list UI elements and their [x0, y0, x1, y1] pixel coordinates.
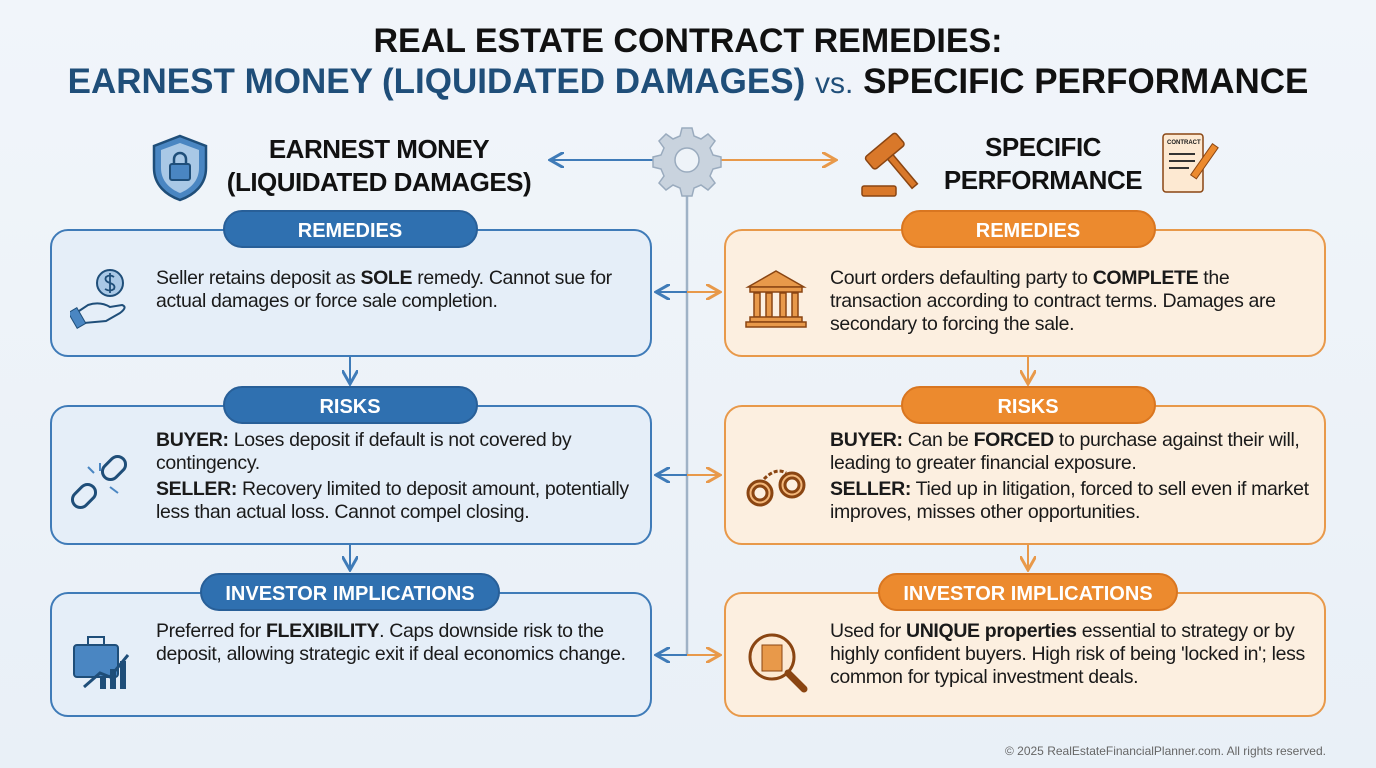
left-section-label: INVESTOR IMPLICATIONS [200, 573, 500, 611]
left-section-label: REMEDIES [222, 210, 478, 248]
title-line-2: EARNEST MONEY (LIQUIDATED DAMAGES) vs. S… [0, 62, 1376, 102]
body-text: Seller retains deposit as [156, 267, 361, 289]
emphasis-text: SELLER: [830, 478, 911, 500]
paragraph: Used for UNIQUE properties essential to … [830, 620, 1314, 689]
broken-chain-icon [70, 449, 134, 513]
box-arrows [350, 292, 1028, 655]
left-remedies-card: Seller retains deposit as SOLE remedy. C… [50, 229, 652, 357]
left-heading: EARNEST MONEY(LIQUIDATED DAMAGES) [212, 133, 546, 199]
card-text: BUYER: Can be FORCED to purchase against… [830, 429, 1314, 524]
right-section-label: INVESTOR IMPLICATIONS [878, 573, 1178, 611]
magnifier-building-icon [744, 629, 808, 693]
left-investor-implications-card: Preferred for FLEXIBILITY. Caps downside… [50, 592, 652, 717]
card-text: Court orders defaulting party to COMPLET… [830, 267, 1314, 336]
emphasis-text: COMPLETE [1092, 267, 1199, 289]
briefcase-growth-icon [70, 629, 134, 693]
card-text: Seller retains deposit as SOLE remedy. C… [156, 267, 640, 313]
title-earnest: EARNEST MONEY (LIQUIDATED DAMAGES) [67, 62, 806, 101]
right-remedies-card: Court orders defaulting party to COMPLET… [724, 229, 1326, 357]
paragraph: SELLER: Tied up in litigation, forced to… [830, 478, 1314, 524]
paragraph: Preferred for FLEXIBILITY. Caps downside… [156, 620, 640, 666]
body-text: Court orders defaulting party to [830, 267, 1093, 289]
card-text: Used for UNIQUE properties essential to … [830, 620, 1314, 689]
left-heading-1: EARNEST MONEY [268, 134, 490, 164]
title-vs: vs. [814, 67, 854, 100]
body-text: essential to strategy or by highly confi… [830, 620, 1305, 688]
gavel-icon [861, 132, 919, 197]
paragraph: SELLER: Recovery limited to deposit amou… [156, 478, 640, 524]
right-section-label: REMEDIES [900, 210, 1156, 248]
body-text: . Caps downside risk to the deposit, all… [156, 620, 626, 665]
emphasis-text: UNIQUE properties [905, 620, 1077, 642]
body-text: to purchase against their will, leading … [830, 429, 1300, 474]
emphasis-text: BUYER: [830, 429, 903, 451]
body-text: remedy. Cannot sue for actual damages or… [156, 267, 612, 312]
emphasis-text: SOLE [360, 267, 413, 289]
body-text: Recovery limited to deposit amount, pote… [156, 478, 629, 523]
body-text: Preferred for [156, 620, 266, 642]
paragraph: Seller retains deposit as SOLE remedy. C… [156, 267, 640, 313]
hand-coin-icon [67, 267, 134, 331]
handcuffs-icon [744, 449, 808, 513]
title-specific: SPECIFIC PERFORMANCE [863, 62, 1309, 101]
right-risks-card: BUYER: Can be FORCED to purchase against… [724, 405, 1326, 545]
paragraph: BUYER: Can be FORCED to purchase against… [830, 429, 1314, 475]
title-line-1: REAL ESTATE CONTRACT REMEDIES: [373, 22, 1003, 60]
emphasis-text: FORCED [973, 429, 1055, 451]
left-risks-card: BUYER: Loses deposit if default is not c… [50, 405, 652, 545]
emphasis-text: BUYER: [156, 429, 229, 451]
shield-lock-icon [152, 134, 208, 202]
emphasis-text: SELLER: [156, 478, 237, 500]
body-text: the transaction according to contract te… [830, 267, 1276, 335]
gear-icon [652, 127, 722, 197]
card-text: BUYER: Loses deposit if default is not c… [156, 429, 640, 524]
footer-copyright: © 2025 RealEstateFinancialPlanner.com. A… [1004, 744, 1326, 758]
body-text: Tied up in litigation, forced to sell ev… [830, 478, 1309, 523]
body-text: Used for [830, 620, 906, 642]
body-text: Can be [902, 429, 974, 451]
paragraph: Court orders defaulting party to COMPLET… [830, 267, 1314, 336]
left-heading-2: (LIQUIDATED DAMAGES) [226, 167, 532, 197]
right-section-label: RISKS [900, 386, 1156, 424]
body-text: Loses deposit if default is not covered … [156, 429, 572, 474]
left-section-label: RISKS [222, 386, 478, 424]
right-heading-1: SPECIFIC [985, 132, 1101, 162]
contract-label: CONTRACT [1167, 140, 1201, 146]
emphasis-text: FLEXIBILITY [265, 620, 380, 642]
card-text: Preferred for FLEXIBILITY. Caps downside… [156, 620, 640, 666]
courthouse-icon [744, 267, 808, 331]
contract-icon: CONTRACT [1157, 130, 1225, 196]
paragraph: BUYER: Loses deposit if default is not c… [156, 429, 640, 475]
right-heading-2: PERFORMANCE [943, 165, 1143, 195]
